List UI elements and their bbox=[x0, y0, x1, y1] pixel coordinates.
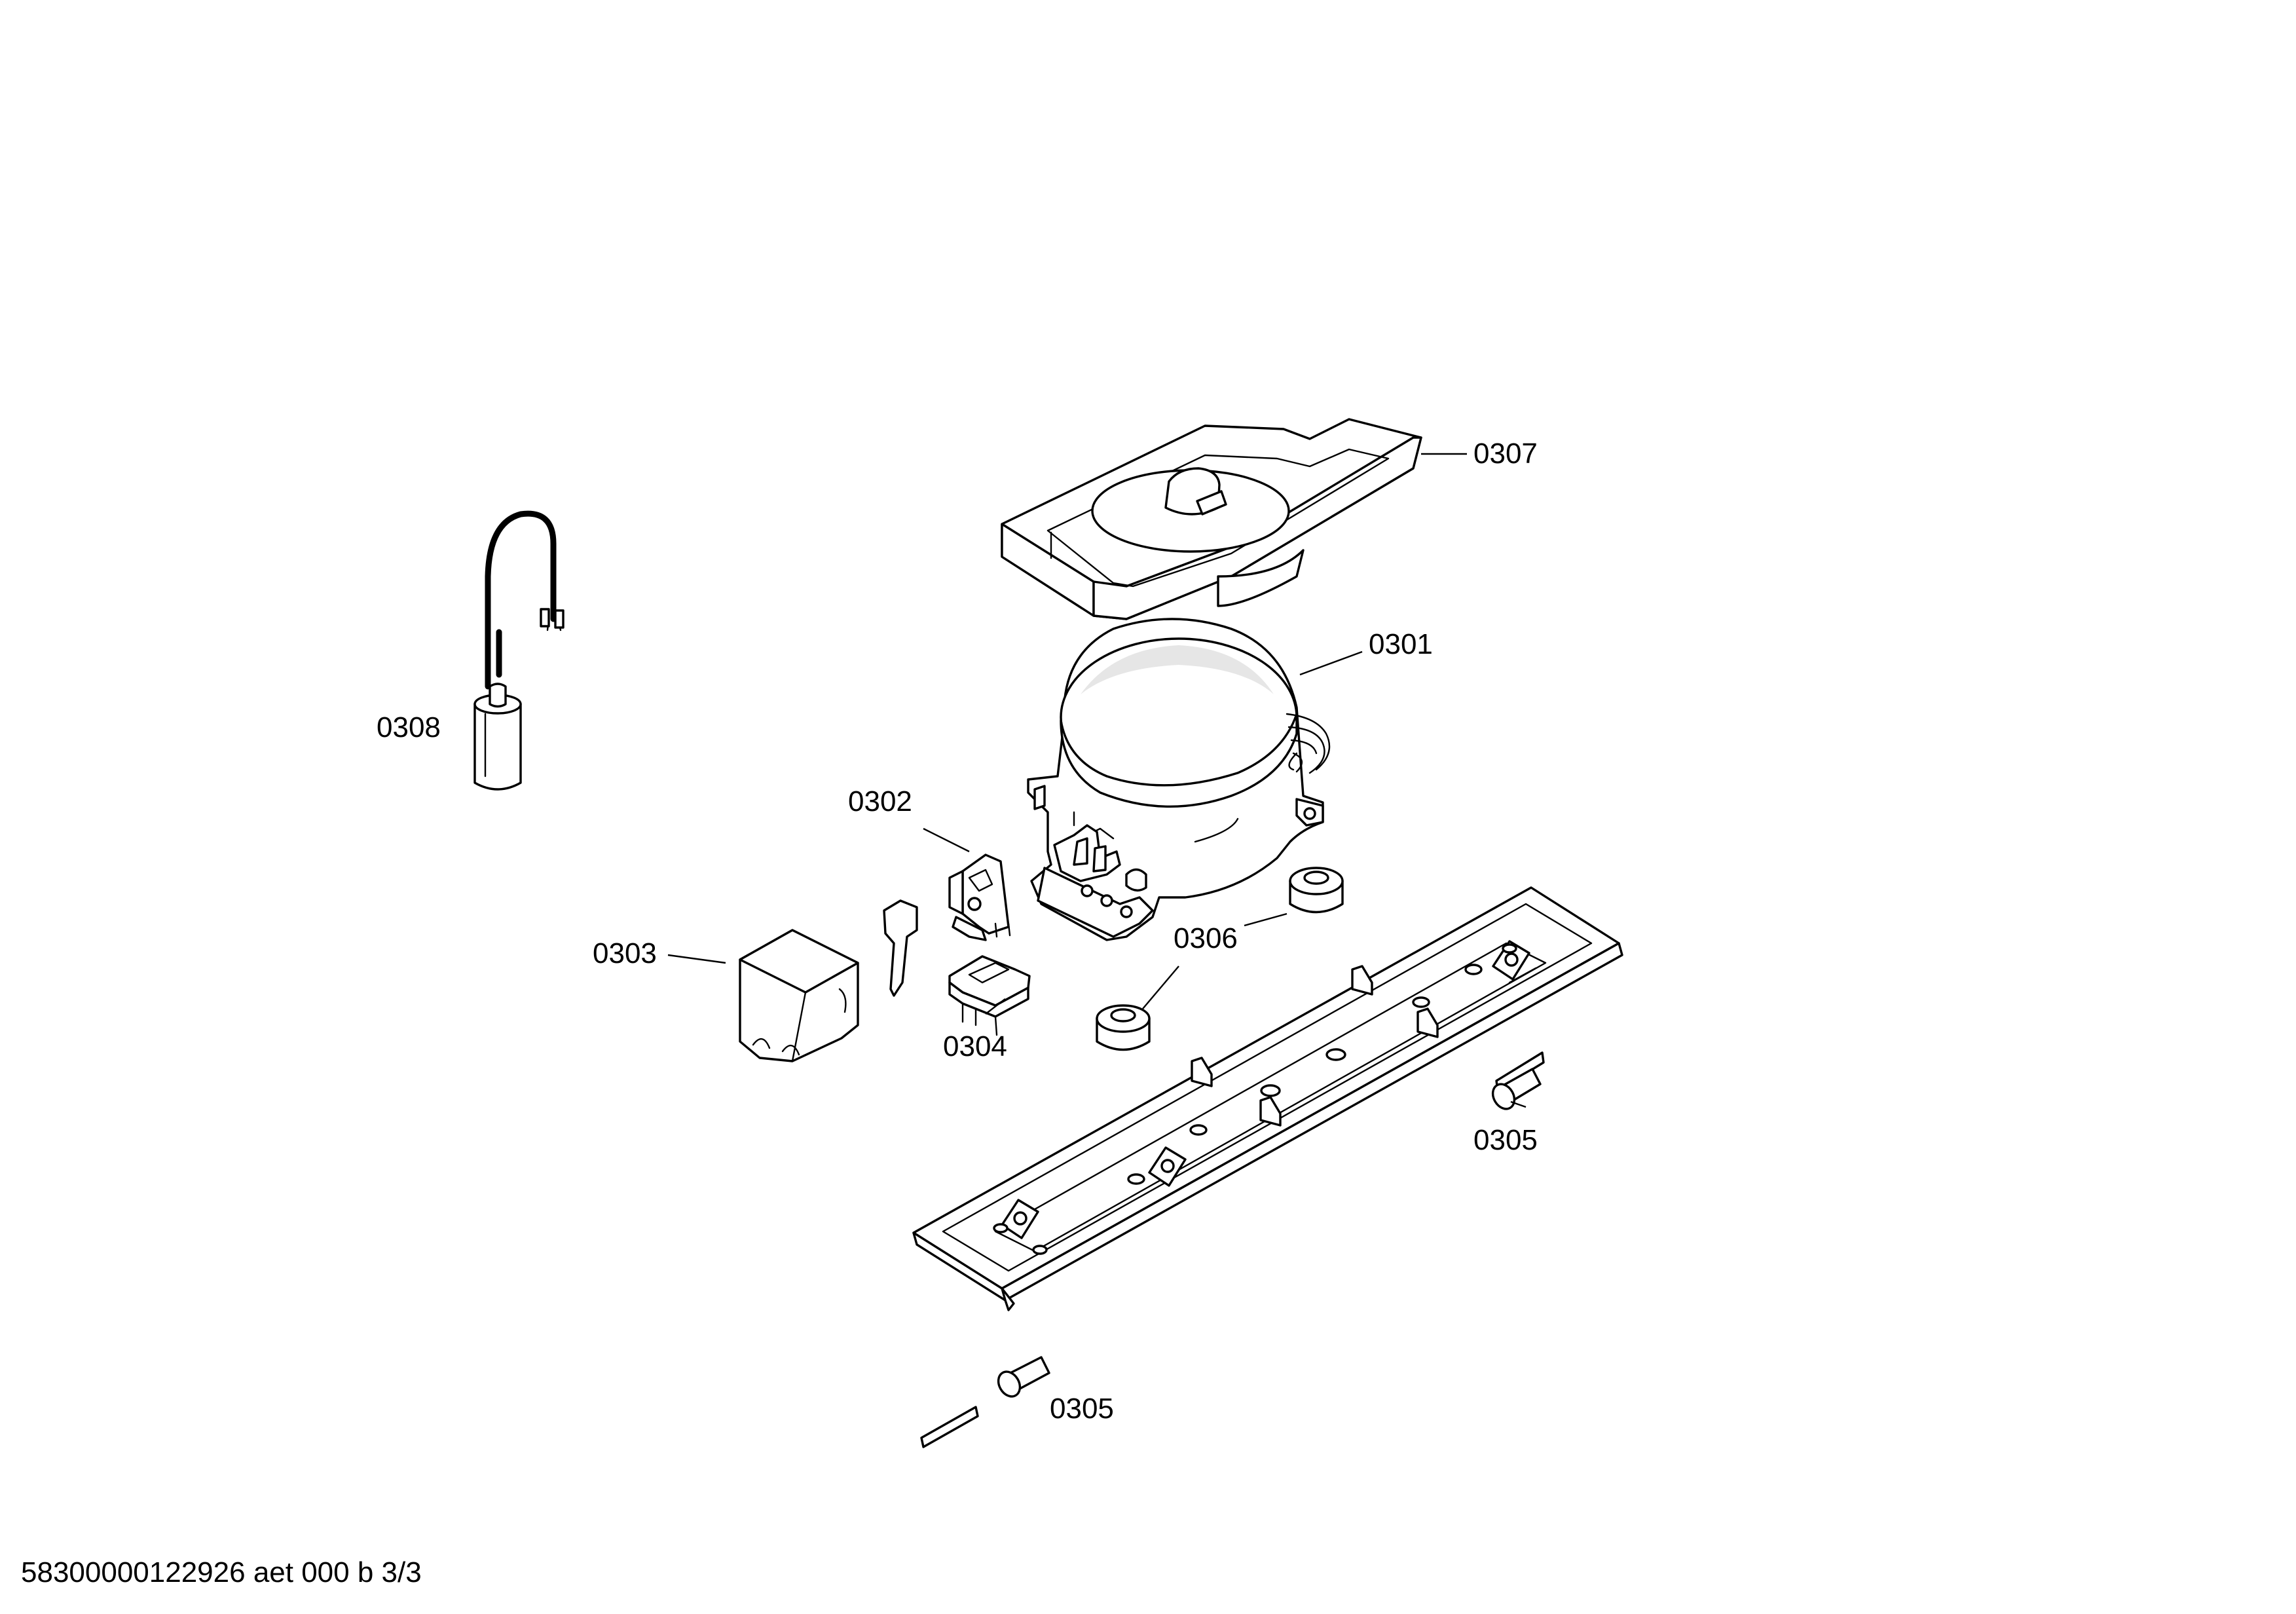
grommet-0306-upper[interactable] bbox=[1289, 867, 1344, 914]
mounting-rail[interactable] bbox=[912, 886, 1623, 1311]
label-0302: 0302 bbox=[848, 785, 912, 817]
label-0307: 0307 bbox=[1473, 438, 1538, 470]
overload-protector-0304[interactable] bbox=[948, 955, 1031, 1036]
label-0305-right: 0305 bbox=[1473, 1124, 1538, 1156]
label-0306: 0306 bbox=[1174, 922, 1238, 954]
part-labels: 0307 0301 0308 0302 0303 0306 0304 0305 … bbox=[377, 438, 1538, 1425]
bushing-0305-right[interactable] bbox=[1489, 1051, 1545, 1113]
rail-holes bbox=[993, 943, 1537, 1255]
capacitor-0308[interactable] bbox=[473, 510, 565, 791]
rail-tabs bbox=[1191, 965, 1439, 1127]
label-0304: 0304 bbox=[943, 1030, 1007, 1062]
bushing-0305-lower[interactable] bbox=[920, 1356, 1050, 1448]
grommet-0306-lower[interactable] bbox=[1096, 1004, 1151, 1051]
label-0303: 0303 bbox=[593, 937, 657, 969]
label-0308: 0308 bbox=[377, 711, 441, 743]
compressor-0301[interactable] bbox=[1027, 618, 1331, 941]
label-0301: 0301 bbox=[1369, 628, 1433, 660]
relay-clip[interactable] bbox=[883, 899, 918, 997]
evaporation-tray-0307[interactable] bbox=[1001, 418, 1422, 620]
label-0305-lower: 0305 bbox=[1050, 1393, 1114, 1425]
relay-cover-0303[interactable] bbox=[739, 929, 859, 1062]
leader-lines bbox=[667, 453, 1527, 1108]
rail-lug-1 bbox=[1001, 1199, 1039, 1239]
document-id: 58300000122926 aet 000 b 3/3 bbox=[21, 1556, 422, 1588]
starter-relay-0302[interactable] bbox=[948, 854, 1011, 941]
rail-lug-2 bbox=[1148, 1146, 1187, 1187]
